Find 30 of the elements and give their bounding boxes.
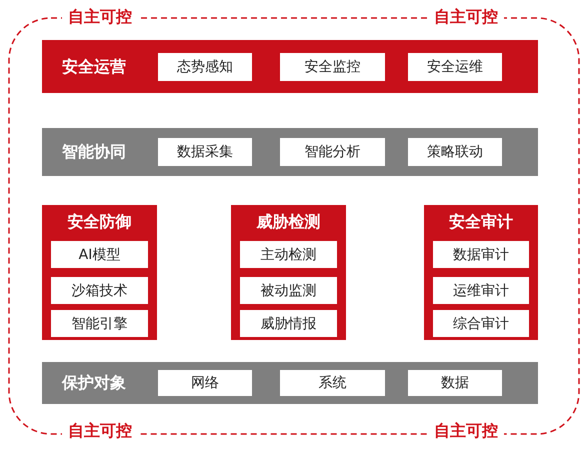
item-box: 综合审计 (433, 310, 529, 337)
item-box: 智能分析 (280, 138, 385, 166)
item-box: 数据采集 (158, 138, 252, 166)
module-panel (231, 205, 346, 340)
item-box: 策略联动 (408, 138, 502, 166)
item-box: AI模型 (51, 241, 148, 268)
layer-title: 智能协同 (62, 142, 126, 163)
module-panel (424, 205, 538, 340)
item-box: 沙箱技术 (51, 277, 148, 304)
layer-title: 威胁检测 (256, 212, 322, 233)
layer-title: 安全防御 (66, 212, 132, 233)
layer-title: 保护对象 (62, 373, 126, 394)
item-box: 安全监控 (280, 52, 385, 80)
item-box: 威胁情报 (240, 310, 337, 337)
layer-band (42, 362, 538, 404)
item-box: 主动检测 (240, 241, 337, 268)
item-box: 安全运维 (408, 52, 502, 80)
layer-band (42, 128, 538, 176)
layer-title: 安全审计 (448, 212, 514, 233)
item-box: 数据 (408, 370, 502, 396)
item-box: 网络 (158, 370, 252, 396)
item-box: 系统 (280, 370, 385, 396)
layer-title: 安全运营 (62, 56, 126, 78)
item-box: 数据审计 (433, 241, 529, 268)
item-box: 智能引擎 (51, 310, 148, 337)
item-box: 运维审计 (433, 277, 529, 304)
item-box: 态势感知 (158, 52, 252, 80)
layer-band (42, 40, 538, 93)
item-box: 被动监测 (240, 277, 337, 304)
module-panel (42, 205, 157, 340)
